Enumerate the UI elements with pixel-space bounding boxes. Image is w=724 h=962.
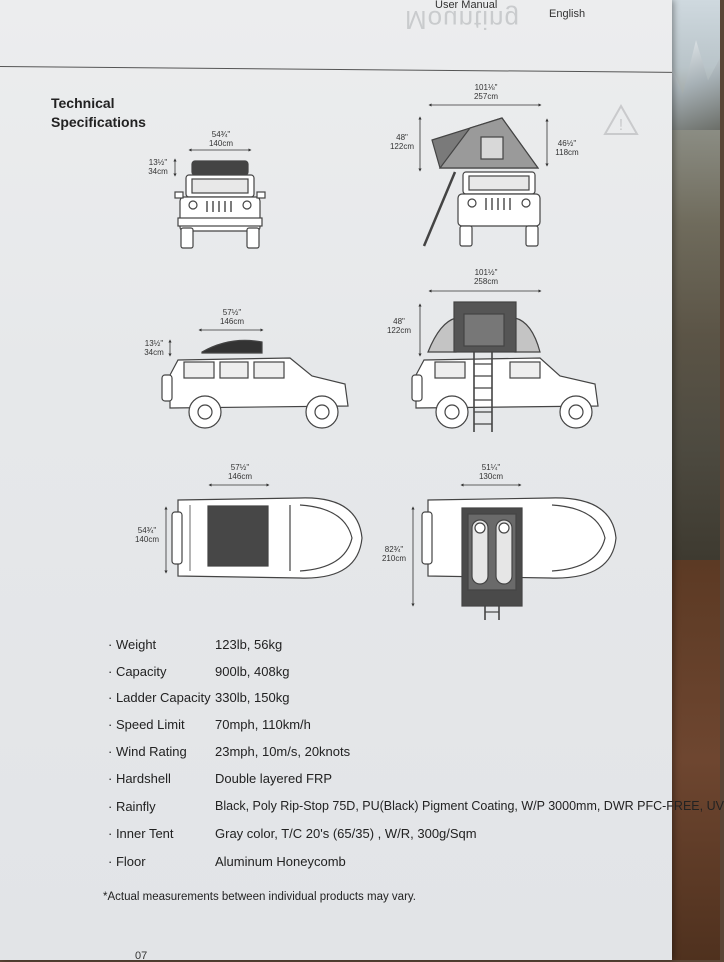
dim-text: 48" [396,133,408,142]
dim-text: 146cm [219,317,244,326]
side-view-closed [161,328,349,429]
section-title-line2: Specifications [51,114,146,130]
front-view-open [418,103,549,247]
spec-value: Black, Poly Rip-Stop 75D, PU(Black) Pigm… [215,799,724,813]
vehicle-drawings [161,103,617,620]
dim-text: 82¾" [384,545,404,554]
spec-label: · Speed Limit [108,717,185,732]
dim-front-open-side: 46½"118cm [550,139,584,157]
spec-label: · Floor [108,854,146,869]
dim-text: 57½" [230,463,250,472]
spec-value: 70mph, 110km/h [215,717,311,732]
dim-text: 48" [393,317,405,326]
dim-text: 118cm [555,148,579,157]
dim-side-closed-length: 57½"146cm [214,308,250,326]
dim-text: 46½" [557,139,577,148]
dim-front-open-height: 48"122cm [387,133,417,151]
dim-side-open-length: 101½"258cm [466,268,506,286]
front-view-closed [173,148,266,249]
dim-text: 257cm [473,92,498,101]
dim-text: 54¾" [211,130,231,139]
dim-front-closed-height: 13½"34cm [143,158,173,176]
warning-icon: ! [603,103,639,135]
svg-text:!: ! [619,117,623,134]
spec-label: · Wind Rating [108,744,187,759]
dim-text: 51¼" [481,463,501,472]
spec-value: Double layered FRP [215,771,333,786]
header-manual-label: User Manual [435,0,498,11]
dim-text: 13½" [148,158,168,167]
dim-front-open-width: 101⅛"257cm [466,83,506,101]
dim-text: 34cm [144,348,164,357]
spec-label: · Ladder Capacity [108,690,211,705]
dim-top-closed-width: 54¾"140cm [131,526,163,544]
dim-text: 34cm [148,167,168,176]
top-view-open [411,483,617,620]
spec-value: Gray color, T/C 20's (65/35) , W/R, 300g… [215,826,477,841]
dim-side-open-height: 48"122cm [384,317,414,335]
top-view-closed [164,483,363,579]
dim-text: 140cm [208,139,233,148]
dim-side-closed-height: 13½"34cm [139,339,169,357]
dim-text: 122cm [386,326,411,335]
section-title: Technical Specifications [51,94,146,132]
dim-front-closed-width: 54¾"140cm [203,130,239,148]
dim-text: 146cm [227,472,252,481]
dim-top-open-length: 82¾"210cm [378,545,410,563]
footnote: *Actual measurements between individual … [103,891,416,903]
dim-text: 101½" [474,268,498,277]
spec-value: 123lb, 56kg [215,637,283,652]
page-number: 07 [135,950,148,962]
spec-value: 23mph, 10m/s, 20knots [215,744,351,759]
dim-text: 57½" [222,308,242,317]
spec-value: 900lb, 408kg [215,664,290,679]
spec-value: 330lb, 150kg [215,690,290,705]
dim-text: 54¾" [137,526,157,535]
side-view-open [411,289,599,432]
dim-top-open-width: 51¼"130cm [473,463,509,481]
dim-text: 122cm [389,142,414,151]
dim-text: 101⅛" [474,83,498,92]
dim-text: 13½" [144,339,164,348]
dim-top-closed-length: 57½"146cm [222,463,258,481]
dim-text: 130cm [478,472,503,481]
header-language-label: English [549,8,586,20]
section-title-line1: Technical [51,95,115,111]
spec-label: · Rainfly [108,799,156,814]
dim-text: 140cm [134,535,159,544]
page-header: Mounting User Manual English [0,0,672,60]
spec-label: · Weight [108,637,157,652]
spec-label: · Inner Tent [108,826,174,841]
dim-text: 210cm [381,554,406,563]
dim-text: 258cm [473,277,498,286]
spec-label: · Capacity [108,664,167,679]
spec-value: Aluminum Honeycomb [215,854,346,869]
spec-label: · Hardshell [108,771,171,786]
